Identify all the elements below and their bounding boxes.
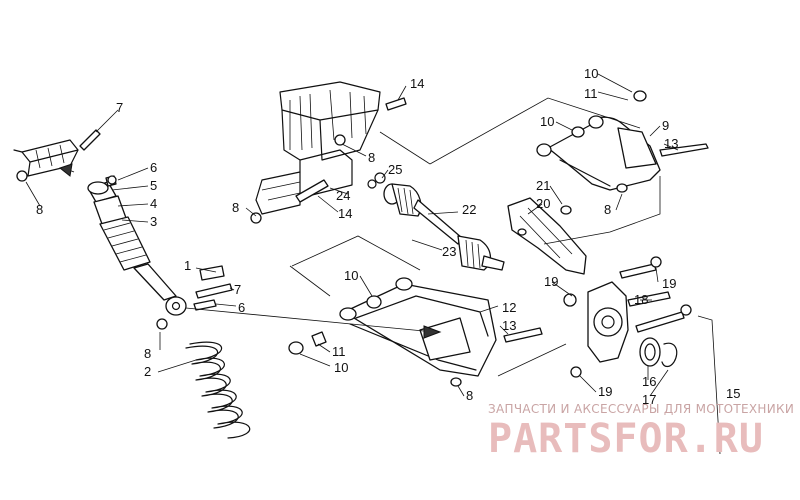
callout-8: 8 (36, 202, 43, 217)
callout-17: 17 (642, 392, 656, 407)
callout-1: 1 (184, 258, 191, 273)
callout-10: 10 (540, 114, 554, 129)
callout-25: 25 (388, 162, 402, 177)
frame-left (13, 139, 79, 177)
callout-19: 19 (544, 274, 558, 289)
callout-3: 3 (150, 214, 157, 229)
callout-numbers: 7 8 6 5 4 3 1 7 6 8 2 14 8 25 24 14 8 22… (36, 66, 740, 407)
callout-22: 22 (462, 202, 476, 217)
callout-2: 2 (144, 364, 151, 379)
callout-10: 10 (334, 360, 348, 375)
callout-8: 8 (232, 200, 239, 215)
upper-a-arm (536, 90, 709, 193)
callout-7: 7 (116, 100, 123, 115)
callout-8: 8 (144, 346, 151, 361)
callout-6: 6 (238, 300, 245, 315)
callout-19: 19 (598, 384, 612, 399)
callout-12: 12 (502, 300, 516, 315)
callout-8: 8 (604, 202, 611, 217)
callout-20: 20 (536, 196, 550, 211)
leader-lines (25, 73, 679, 397)
coil-spring (185, 341, 251, 439)
spindle-hub (563, 256, 692, 378)
watermark-caption: ЗАПЧАСТИ И АКСЕССУАРЫ ДЛЯ МОТОТЕХНИКИ (488, 402, 795, 416)
callout-13: 13 (664, 136, 678, 151)
callout-14: 14 (410, 76, 424, 91)
callout-15: 15 (726, 386, 740, 401)
lower-a-arm (288, 277, 543, 387)
callout-24: 24 (336, 188, 350, 203)
callout-9: 9 (662, 118, 669, 133)
callout-18: 18 (634, 292, 648, 307)
drive-axle (367, 172, 505, 271)
callout-8: 8 (466, 388, 473, 403)
callout-5: 5 (150, 178, 157, 193)
callout-8: 8 (368, 150, 375, 165)
callout-19: 19 (662, 276, 676, 291)
callout-7: 7 (234, 282, 241, 297)
callout-11: 11 (584, 86, 598, 101)
frame-center (255, 81, 381, 215)
callout-11: 11 (332, 344, 346, 359)
hardware (16, 97, 407, 330)
callout-21: 21 (536, 178, 550, 193)
callout-16: 16 (642, 374, 656, 389)
cv-guard (507, 197, 587, 275)
shock-absorber (87, 175, 187, 316)
callout-13: 13 (502, 318, 516, 333)
watermark-logo: PARTSFOR.RU (488, 416, 764, 462)
callout-10: 10 (584, 66, 598, 81)
callout-4: 4 (150, 196, 157, 211)
callout-6: 6 (150, 160, 157, 175)
callout-23: 23 (442, 244, 456, 259)
callout-14: 14 (338, 206, 352, 221)
callout-10: 10 (344, 268, 358, 283)
assembly-lines (58, 97, 721, 455)
